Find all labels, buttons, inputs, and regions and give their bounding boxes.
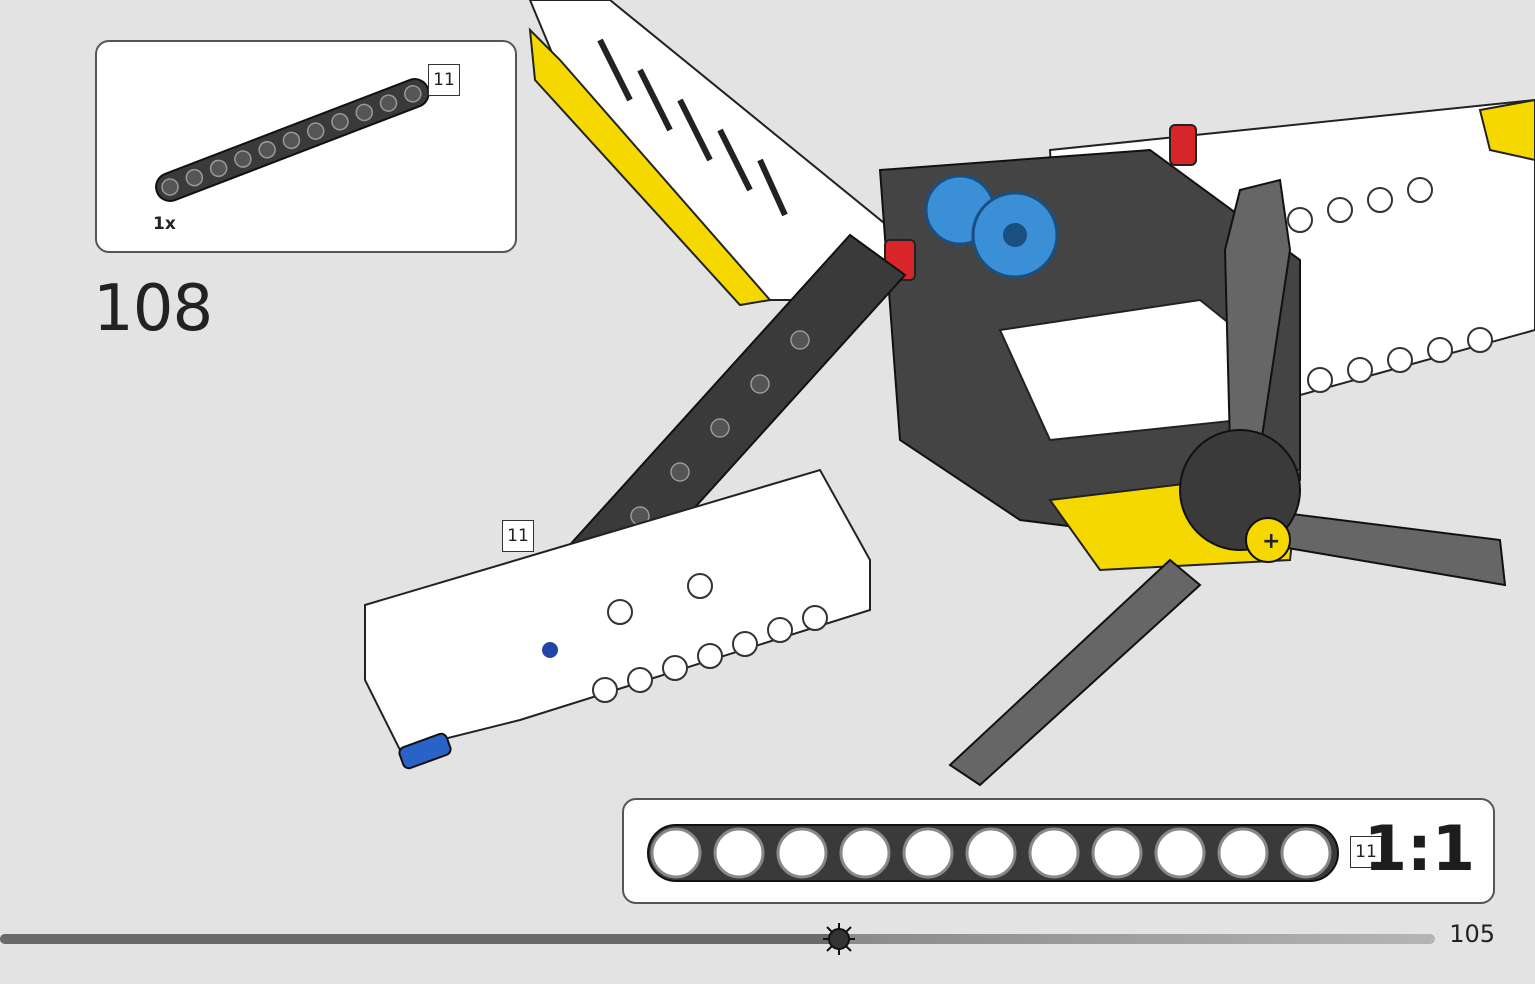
- step-number: 108: [93, 272, 213, 346]
- page-number: 105: [1449, 920, 1495, 948]
- sun-icon: [823, 923, 856, 955]
- part-length-tag: 11: [428, 64, 460, 96]
- progress-fill: [0, 934, 840, 944]
- scale-length-tag: 11: [1350, 836, 1382, 868]
- progress-bar: [0, 923, 1435, 955]
- part-quantity: 1x: [153, 214, 176, 234]
- beam-11-part-icon: [155, 78, 430, 202]
- callout-length-tag: 11: [502, 520, 534, 552]
- parts-callout-box: 11 1x: [95, 40, 517, 253]
- svg-text:+: +: [1262, 529, 1280, 554]
- scale-reference-box: 11 1:1: [622, 798, 1495, 904]
- beam-11-scale-icon: [647, 824, 1339, 882]
- scale-ratio: 1:1: [1363, 812, 1475, 885]
